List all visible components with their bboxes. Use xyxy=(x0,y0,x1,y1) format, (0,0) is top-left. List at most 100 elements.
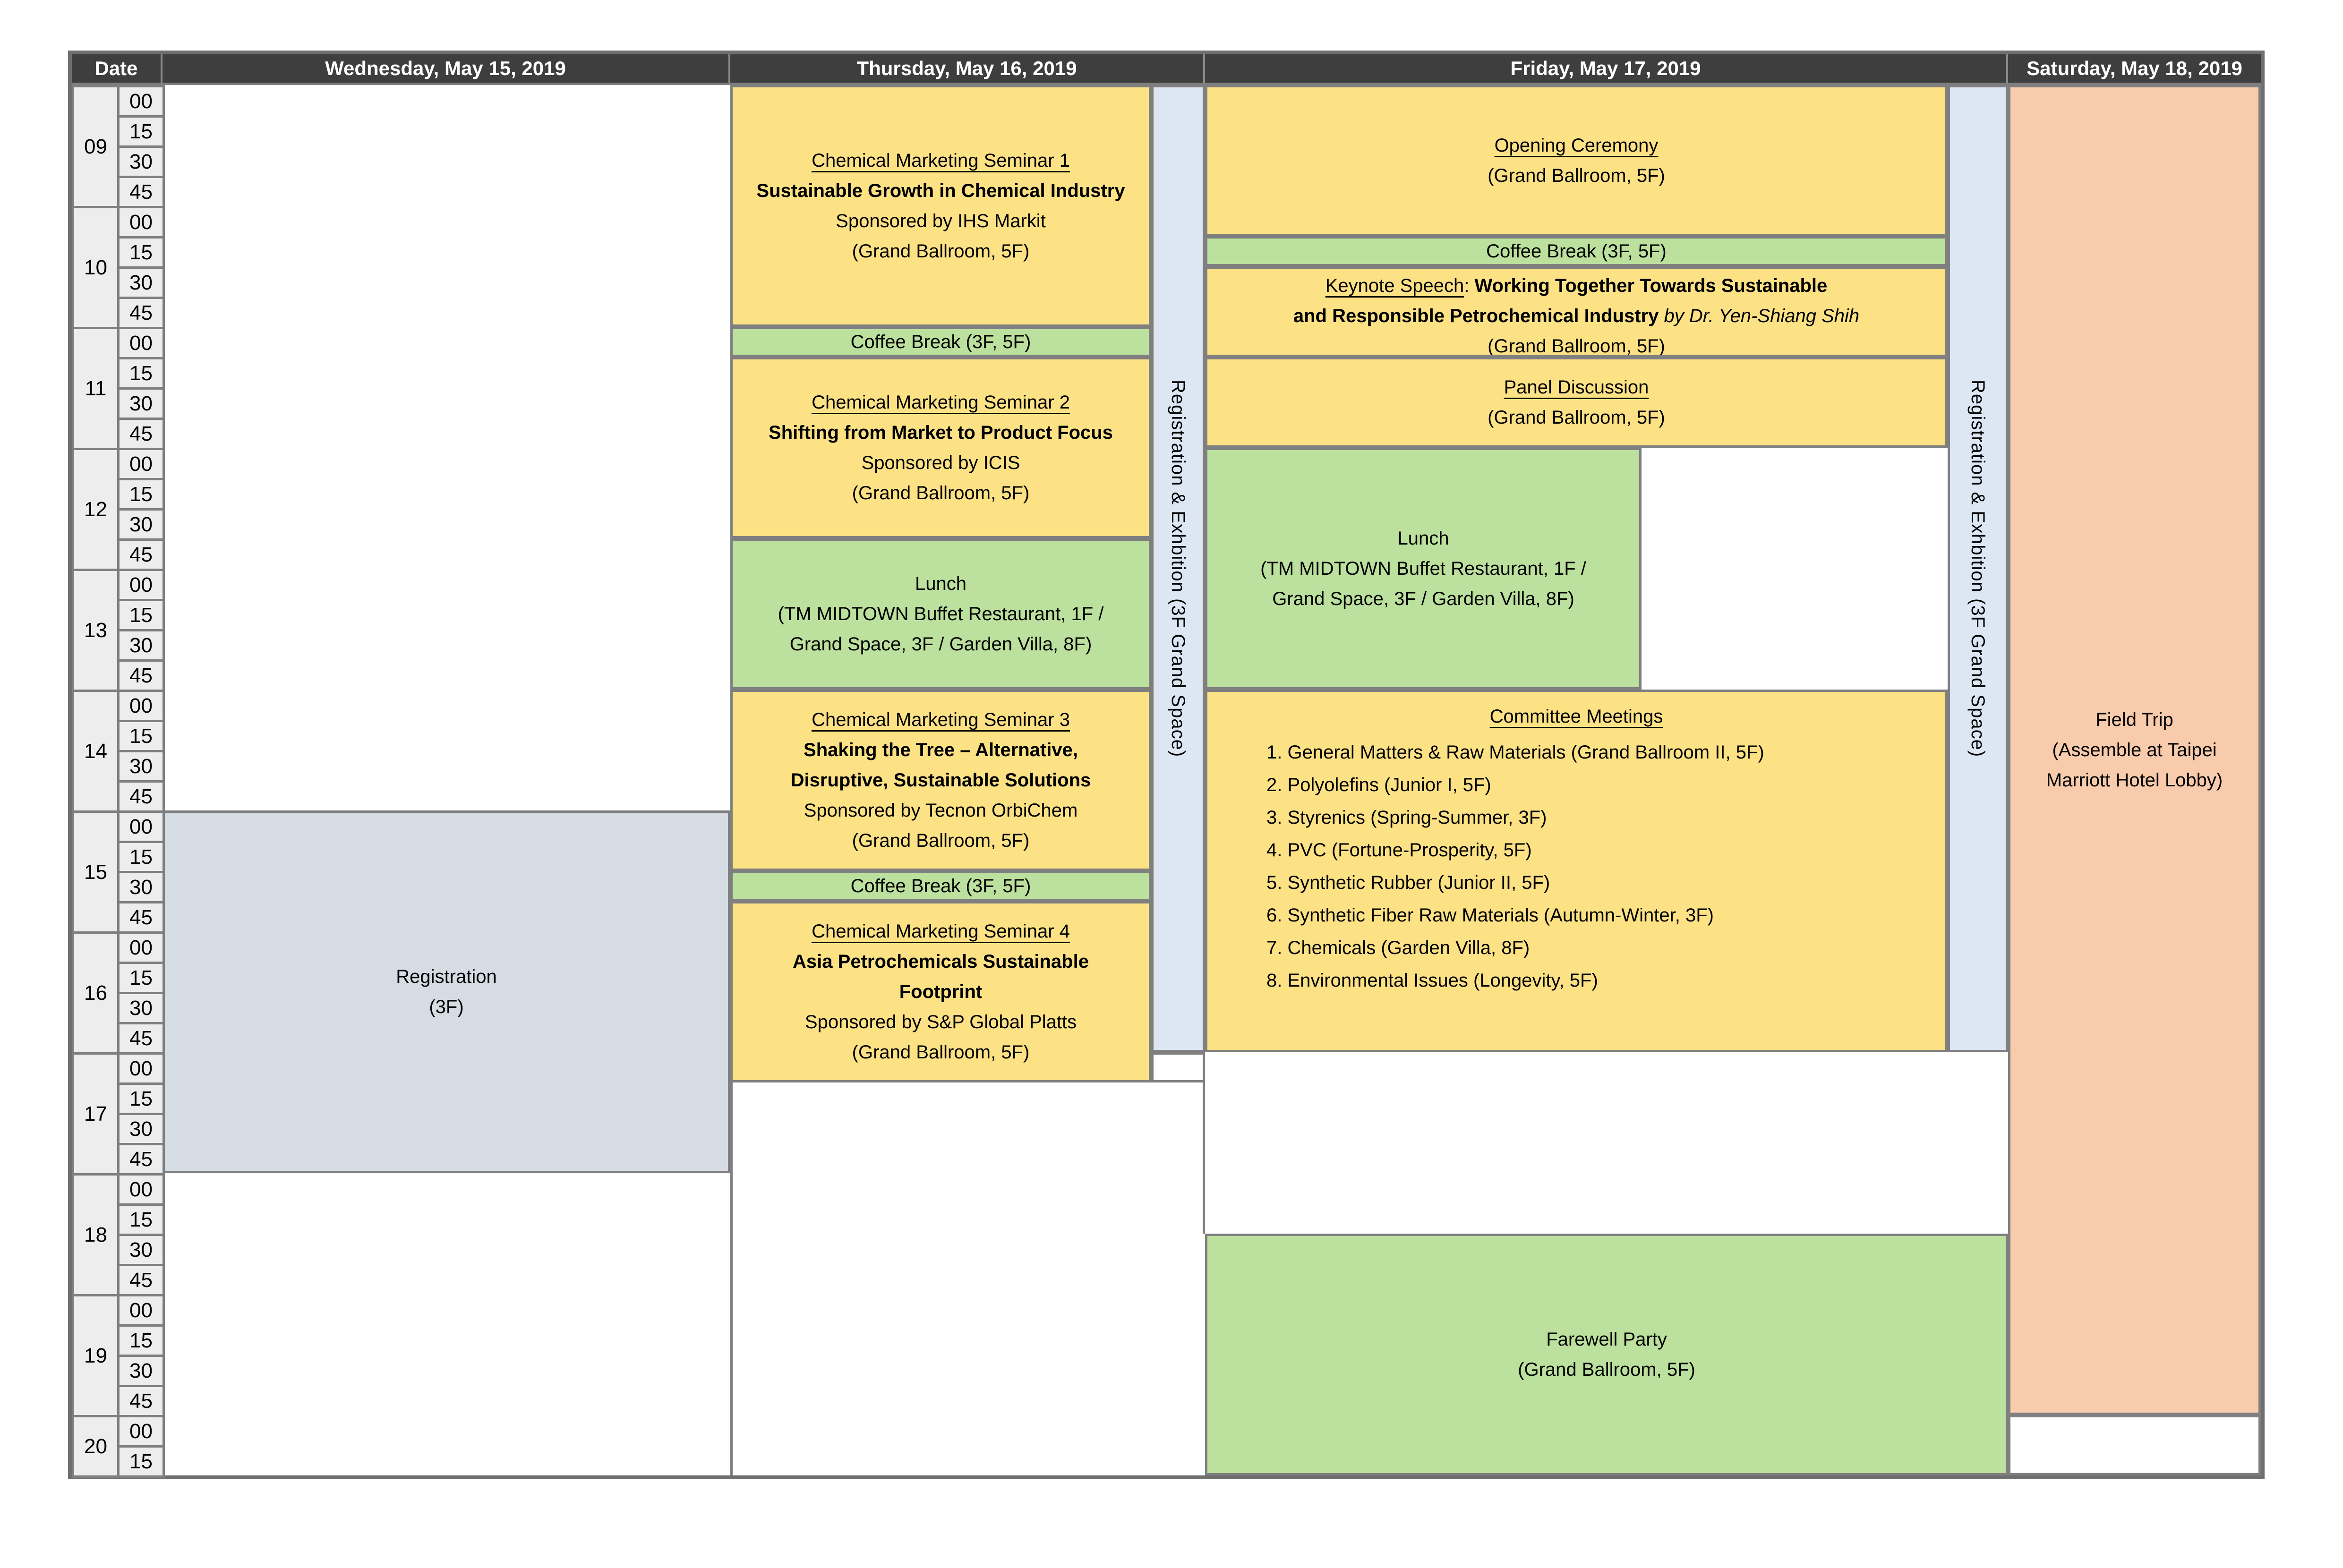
keynote-speaker: by Dr. Yen-Shiang Shih xyxy=(1664,306,1860,326)
minute-cell: 00 xyxy=(117,569,165,601)
event-location: (Grand Ballroom, 5F) xyxy=(1518,1359,1695,1380)
event-vertical-label: Registration & Exhbition (3F Grand Space… xyxy=(1967,380,1988,758)
minute-cell: 15 xyxy=(117,478,165,511)
committee-item: 4. PVC (Fortune-Prosperity, 5F) xyxy=(1266,840,1532,861)
committee-item: 1. General Matters & Raw Materials (Gran… xyxy=(1266,742,1764,763)
event-sponsor: Sponsored by IHS Markit xyxy=(836,211,1046,231)
event-keynote: Keynote Speech: Working Together Towards… xyxy=(1205,266,1948,357)
minute-cell: 30 xyxy=(117,145,165,178)
event-location-line2: Grand Space, 3F / Garden Villa, 8F) xyxy=(1272,588,1574,609)
event-sponsor: Sponsored by Tecnon OrbiChem xyxy=(804,800,1078,821)
minute-cell: 30 xyxy=(117,1113,165,1145)
keynote-line2: and Responsible Petrochemical Industry b… xyxy=(1293,301,1859,331)
minute-cell: 00 xyxy=(117,448,165,480)
committee-item: 8. Environmental Issues (Longevity, 5F) xyxy=(1266,970,1598,991)
event-title: Coffee Break (3F, 5F) xyxy=(850,332,1031,352)
event-coffee-break-fri: Coffee Break (3F, 5F) xyxy=(1205,236,1948,266)
event-coffee-break-thu-2: Coffee Break (3F, 5F) xyxy=(730,871,1151,901)
event-location: (Grand Ballroom, 5F) xyxy=(852,241,1030,262)
event-location-line1: (TM MIDTOWN Buffet Restaurant, 1F / xyxy=(1260,558,1586,579)
event-subtitle: Shifting from Market to Product Focus xyxy=(769,422,1113,443)
minute-cell: 15 xyxy=(117,1082,165,1115)
event-committee-meetings: Committee Meetings 1. General Matters & … xyxy=(1205,690,1948,1052)
minute-cell: 15 xyxy=(117,1203,165,1236)
event-seminar3: Chemical Marketing Seminar 3 Shaking the… xyxy=(730,690,1151,871)
minute-cell: 00 xyxy=(117,931,165,964)
minute-cell: 15 xyxy=(117,720,165,752)
header-saturday-label: Saturday, May 18, 2019 xyxy=(2027,57,2242,79)
event-seminar4: Chemical Marketing Seminar 4 Asia Petroc… xyxy=(730,901,1151,1082)
event-seminar1: Chemical Marketing Seminar 1 Sustainable… xyxy=(730,85,1151,327)
event-seminar2: Chemical Marketing Seminar 2 Shifting fr… xyxy=(730,357,1151,538)
header-thursday: Thursday, May 16, 2019 xyxy=(730,54,1205,85)
minute-cell: 45 xyxy=(117,1385,165,1417)
minute-cell: 15 xyxy=(117,1445,165,1478)
event-title: Chemical Marketing Seminar 4 xyxy=(812,921,1070,942)
hour-cell: 10 xyxy=(72,206,120,329)
event-location: (Grand Ballroom, 5F) xyxy=(852,1042,1030,1063)
hour-cell: 16 xyxy=(72,931,120,1055)
event-title: Registration xyxy=(396,966,497,987)
event-location: (Grand Ballroom, 5F) xyxy=(852,830,1030,851)
minute-cell: 30 xyxy=(117,750,165,783)
event-location-line1: (Assemble at Taipei xyxy=(2052,740,2217,760)
minute-cell: 00 xyxy=(117,810,165,843)
minute-cell: 15 xyxy=(117,357,165,390)
hour-cell: 19 xyxy=(72,1294,120,1417)
event-registration-exhibition-thu: Registration & Exhbition (3F Grand Space… xyxy=(1151,85,1205,1052)
minute-cell: 00 xyxy=(117,1173,165,1206)
hour-cell: 11 xyxy=(72,327,120,450)
header-wednesday: Wednesday, May 15, 2019 xyxy=(162,54,730,85)
minute-cell: 45 xyxy=(117,780,165,813)
committee-item: 7. Chemicals (Garden Villa, 8F) xyxy=(1266,937,1530,958)
committee-item: 5. Synthetic Rubber (Junior II, 5F) xyxy=(1266,872,1550,893)
event-panel-discussion: Panel Discussion (Grand Ballroom, 5F) xyxy=(1205,357,1948,448)
hour-cell: 15 xyxy=(72,810,120,934)
event-title: Chemical Marketing Seminar 2 xyxy=(812,392,1070,413)
minute-cell: 15 xyxy=(117,236,165,269)
event-title: Committee Meetings xyxy=(1207,701,1945,732)
event-title: Chemical Marketing Seminar 1 xyxy=(812,150,1070,171)
empty-cell-thu xyxy=(1151,1052,1205,1082)
event-location: (Grand Ballroom, 5F) xyxy=(852,483,1030,503)
event-farewell-party: Farewell Party (Grand Ballroom, 5F) xyxy=(1205,1234,2008,1475)
event-title: Panel Discussion xyxy=(1504,377,1649,398)
event-lunch-fri: Lunch (TM MIDTOWN Buffet Restaurant, 1F … xyxy=(1205,448,1642,690)
minute-cell: 00 xyxy=(117,85,165,118)
event-vertical-label: Registration & Exhbition (3F Grand Space… xyxy=(1168,380,1189,758)
header-friday-label: Friday, May 17, 2019 xyxy=(1510,57,1701,79)
event-location-line2: Grand Space, 3F / Garden Villa, 8F) xyxy=(789,634,1092,655)
header-date-label: Date xyxy=(94,57,138,79)
hour-cell: 18 xyxy=(72,1173,120,1296)
minute-cell: 45 xyxy=(117,1143,165,1176)
event-title: Coffee Break (3F, 5F) xyxy=(850,876,1031,896)
hour-cell: 14 xyxy=(72,690,120,813)
minute-cell: 45 xyxy=(117,297,165,329)
table-frame xyxy=(68,51,2265,1479)
minute-cell: 45 xyxy=(117,538,165,571)
event-title: Lunch xyxy=(1397,528,1449,549)
event-title: Lunch xyxy=(915,573,966,594)
minute-cell: 45 xyxy=(117,176,165,208)
hour-cell: 12 xyxy=(72,448,120,571)
minute-cell: 00 xyxy=(117,1294,165,1327)
minute-cell: 30 xyxy=(117,1355,165,1387)
minute-cell: 15 xyxy=(117,962,165,994)
keynote-separator: : xyxy=(1464,275,1475,296)
hour-cell: 09 xyxy=(72,85,120,208)
event-subtitle-line2: Footprint xyxy=(899,981,983,1002)
event-location-line2: Marriott Hotel Lobby) xyxy=(2046,770,2223,791)
event-lunch-thu: Lunch (TM MIDTOWN Buffet Restaurant, 1F … xyxy=(730,538,1151,690)
event-location: (3F) xyxy=(429,997,464,1017)
minute-cell: 15 xyxy=(117,1324,165,1357)
minute-cell: 30 xyxy=(117,508,165,541)
event-title: Field Trip xyxy=(2095,709,2173,730)
minute-cell: 45 xyxy=(117,1022,165,1055)
hour-cell: 13 xyxy=(72,569,120,692)
event-registration-wed: Registration (3F) xyxy=(162,810,730,1173)
minute-cell: 15 xyxy=(117,841,165,873)
event-sponsor: Sponsored by ICIS xyxy=(861,452,1020,473)
minute-cell: 45 xyxy=(117,418,165,450)
minute-cell: 45 xyxy=(117,1264,165,1296)
